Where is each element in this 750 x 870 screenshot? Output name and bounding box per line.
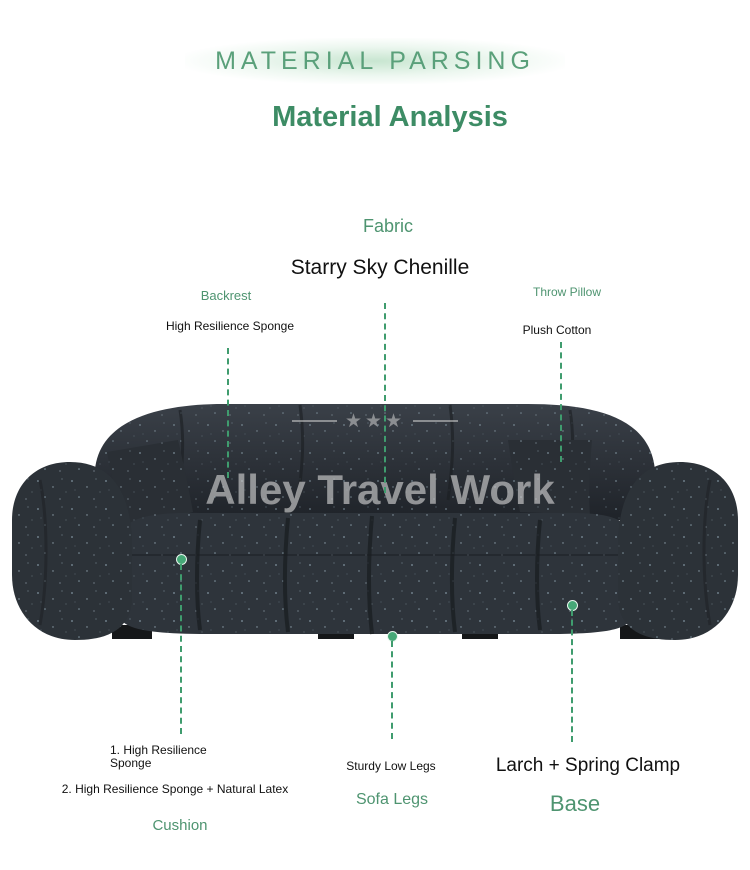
sofa-cushions: [118, 512, 633, 635]
base-leader-line: [571, 610, 573, 742]
sofa-legs-label: Sofa Legs: [355, 791, 429, 808]
backrest-leader-line: [227, 348, 229, 478]
cushion-leader-line: [180, 564, 182, 734]
section-banner: MATERIAL PARSING: [185, 38, 565, 84]
sofa-legs-value: Sturdy Low Legs: [346, 759, 436, 773]
base-label: Base: [549, 791, 601, 816]
throw-pillow-label: Throw Pillow: [532, 285, 601, 299]
banner-title: MATERIAL PARSING: [215, 46, 535, 75]
cushion-option-1-line-2: Sponge: [110, 756, 152, 770]
legs-leader-line: [391, 641, 393, 739]
cushion-option-1-line-1: 1. High Resilience: [110, 743, 207, 757]
page-title: Material Analysis: [272, 101, 508, 133]
watermark-text: Alley Travel Work: [205, 466, 555, 513]
watermark-stars: ★★★: [280, 410, 470, 432]
throw-pillow-leader-line: [560, 342, 562, 462]
backrest-value: High Resilience Sponge: [165, 319, 295, 333]
fabric-value: Starry Sky Chenille: [290, 256, 470, 279]
cushion-option-1: 1. High Resilience Sponge: [110, 744, 207, 770]
throw-pillow-value: Plush Cotton: [522, 323, 592, 337]
sofa-arms: [12, 462, 738, 640]
backrest-label: Backrest: [200, 288, 252, 303]
sofa-image: [12, 403, 738, 640]
cushion-label: Cushion: [152, 817, 208, 834]
sofa-backrest: [95, 403, 655, 520]
cushion-option-2: 2. High Resilience Sponge + Natural Late…: [61, 782, 289, 796]
fabric-leader-line: [384, 303, 386, 493]
base-value: Larch + Spring Clamp: [495, 755, 681, 776]
throw-pillows: [107, 440, 592, 528]
fabric-label: Fabric: [362, 216, 413, 236]
